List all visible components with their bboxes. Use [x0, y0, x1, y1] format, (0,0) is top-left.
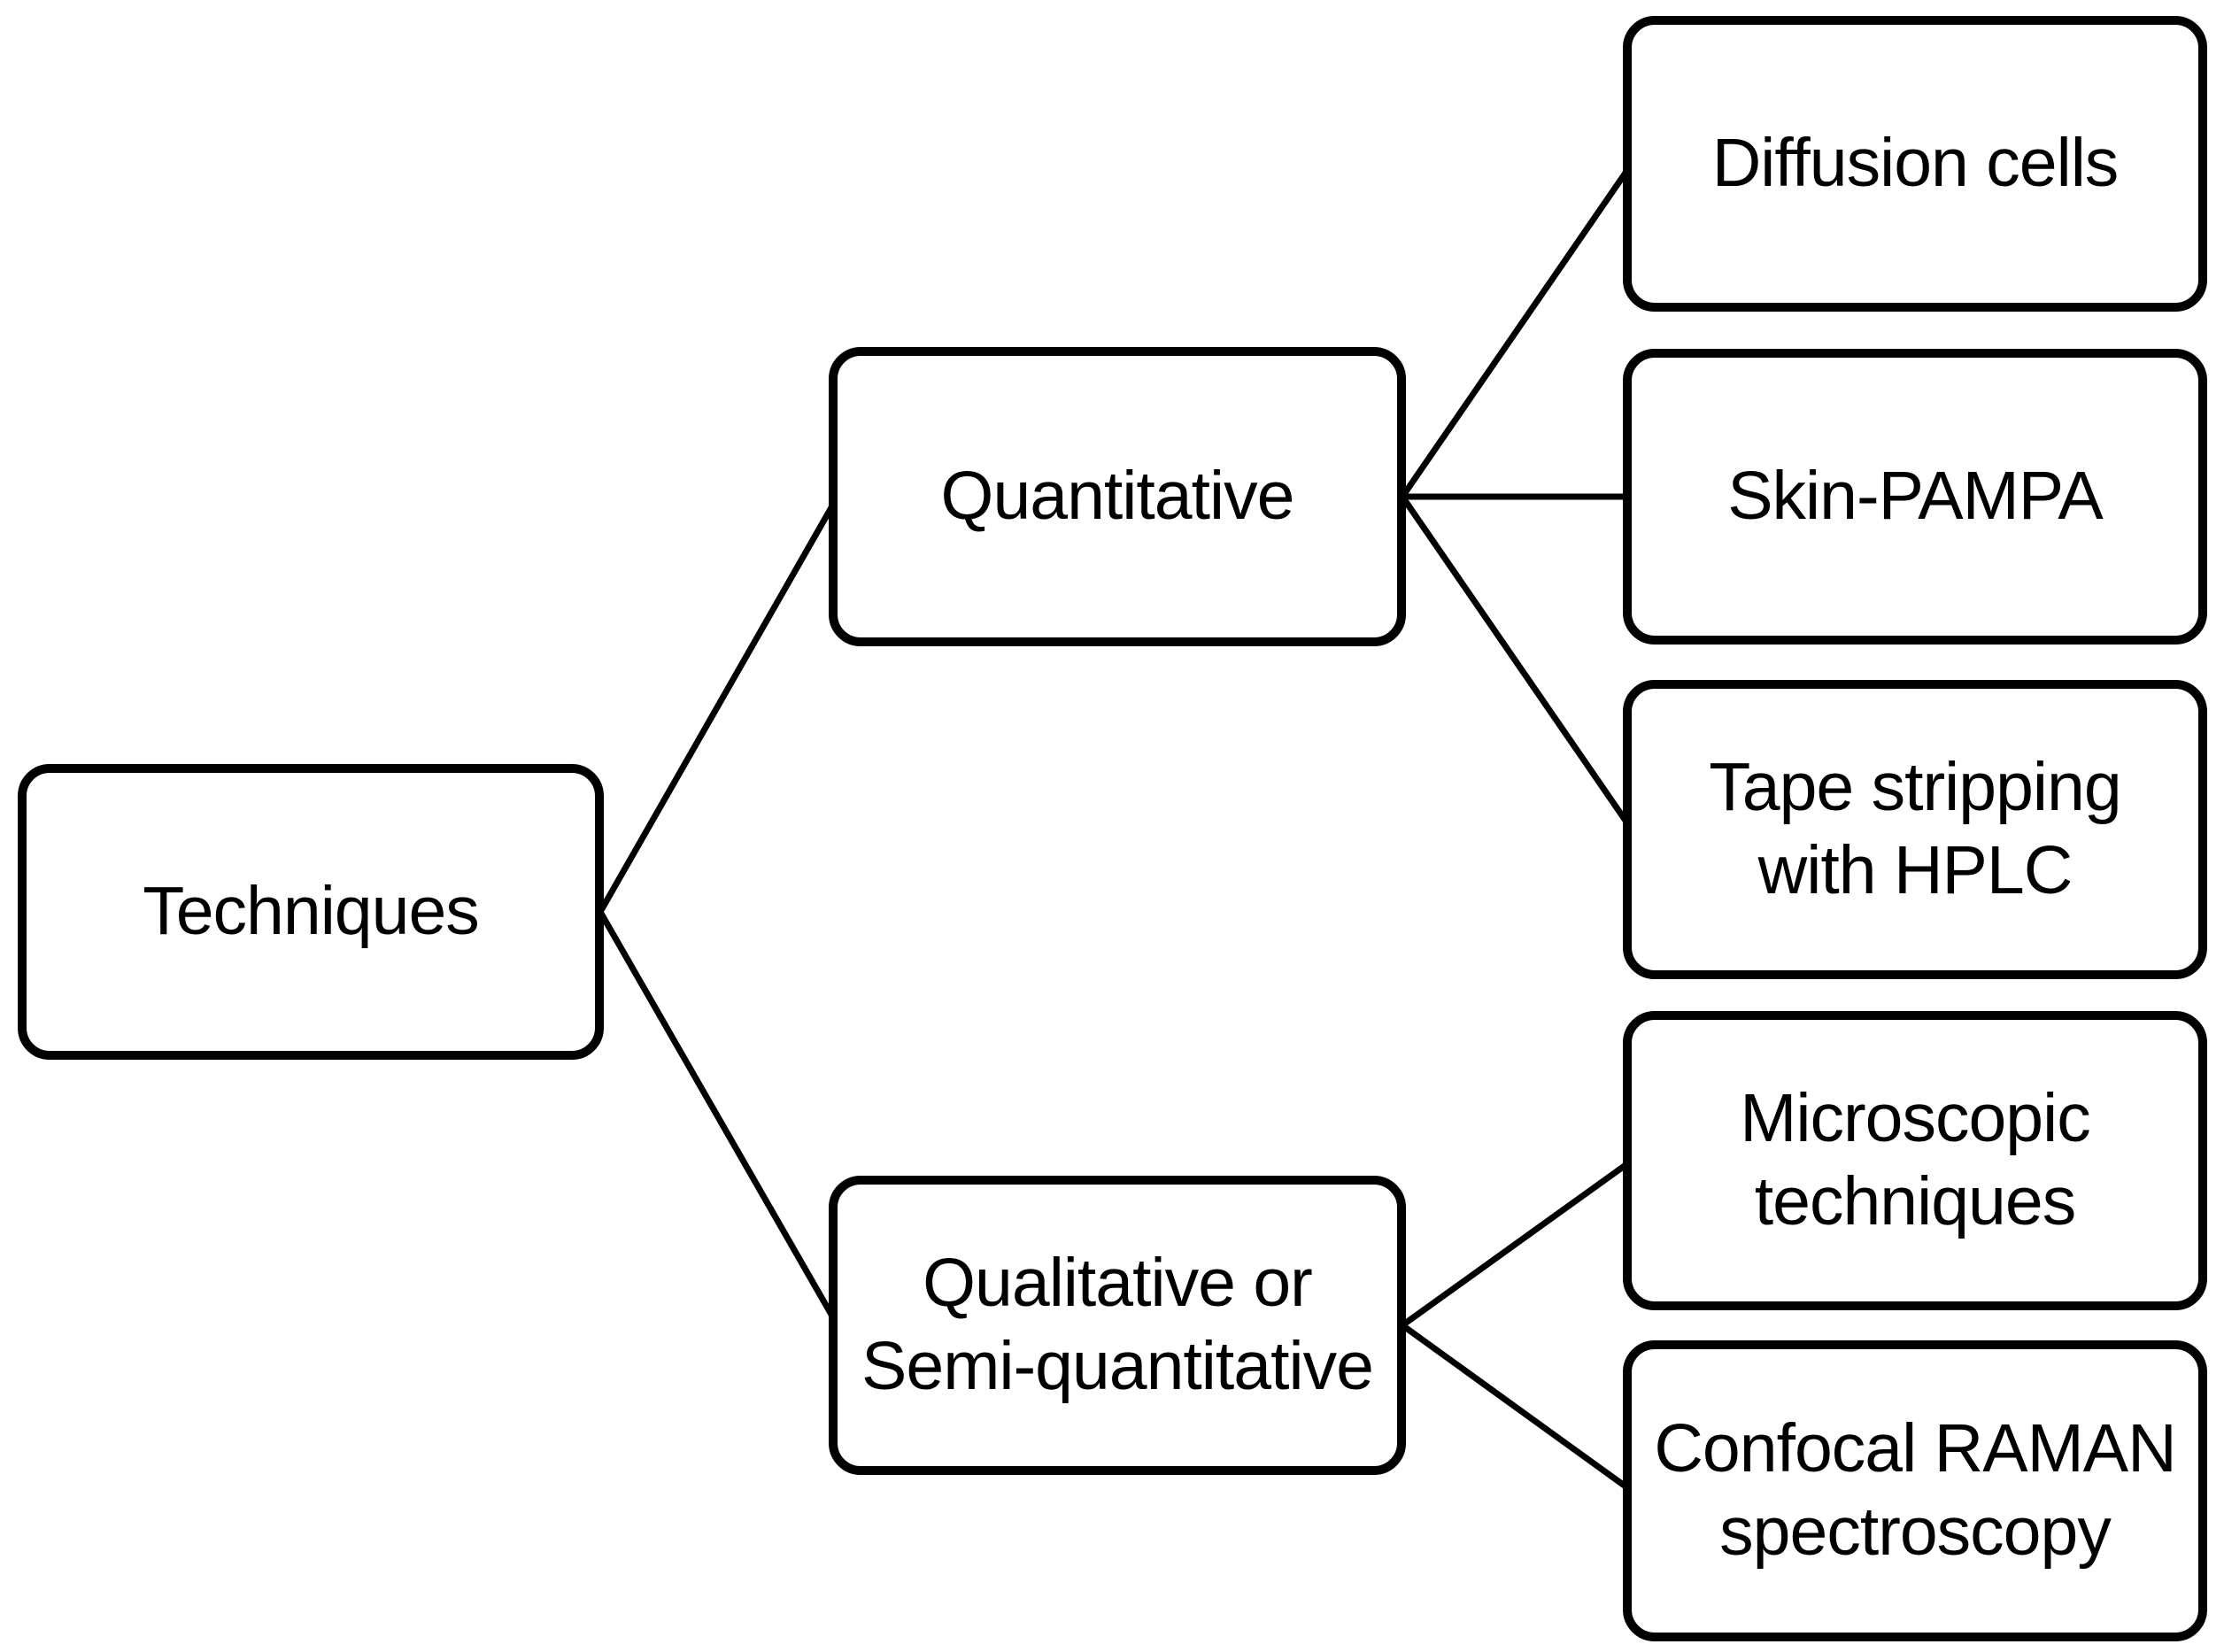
node-techniques: Techniques: [18, 764, 604, 1060]
node-microscopic-techniques: Microscopic techniques: [1623, 1011, 2207, 1310]
connector-techniques-qualitative: [597, 910, 841, 1327]
node-quantitative-label: Quantitative: [940, 458, 1295, 535]
node-qualitative-label: Qualitative or Semi-quantitative: [861, 1245, 1374, 1404]
connector-qualitative-confocal-raman: [1400, 1323, 1634, 1494]
node-tape-stripping-label: Tape stripping with HPLC: [1709, 749, 2121, 908]
node-skin-pampa-label: Skin-PAMPA: [1727, 458, 2104, 535]
node-diffusion-cells: Diffusion cells: [1623, 16, 2207, 312]
connector-quantitative-tape-stripping: [1400, 495, 1634, 831]
node-microscopic-label: Microscopic techniques: [1740, 1080, 2090, 1239]
connector-techniques-quantitative: [597, 495, 841, 914]
connector-qualitative-microscopic: [1400, 1158, 1634, 1328]
node-confocal-raman-label: Confocal RAMAN spectroscopy: [1654, 1410, 2176, 1570]
connector-quantitative-diffusion-cells: [1400, 162, 1634, 498]
node-quantitative: Quantitative: [829, 347, 1406, 646]
node-techniques-label: Techniques: [143, 873, 480, 950]
node-tape-stripping-with-hplc: Tape stripping with HPLC: [1623, 680, 2207, 979]
node-skin-pampa: Skin-PAMPA: [1623, 349, 2207, 645]
node-diffusion-cells-label: Diffusion cells: [1711, 125, 2120, 202]
node-qualitative-or-semi-quantitative: Qualitative or Semi-quantitative: [829, 1176, 1406, 1475]
node-confocal-raman-spectroscopy: Confocal RAMAN spectroscopy: [1623, 1340, 2207, 1641]
